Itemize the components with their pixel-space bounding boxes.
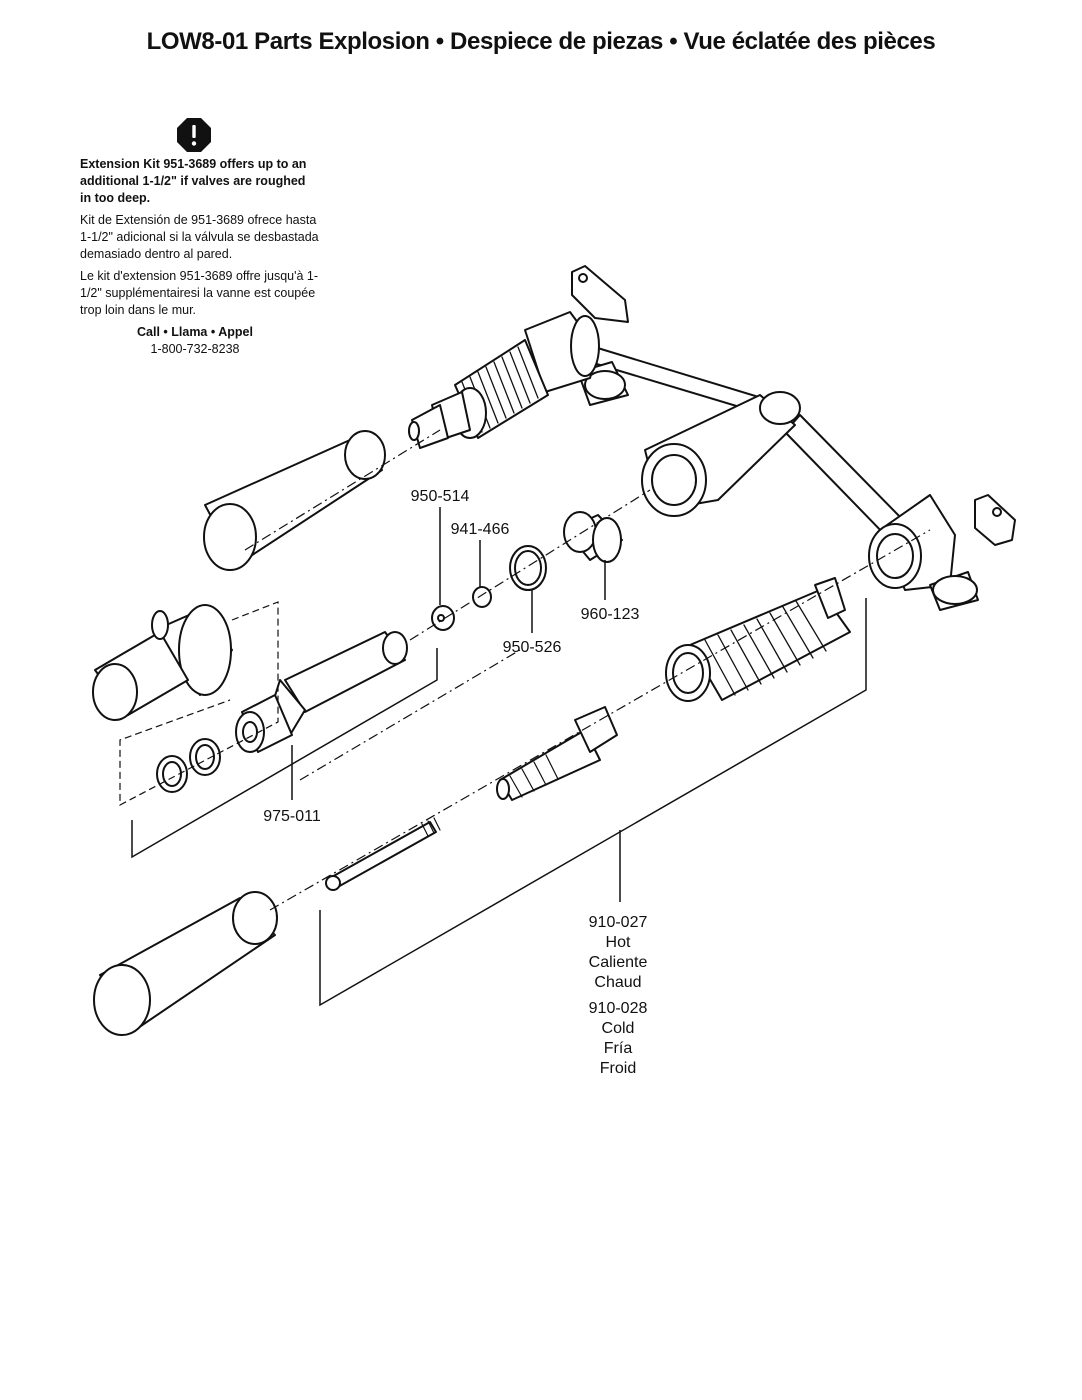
handle-sleeve-bottom (93, 891, 278, 1036)
valve-body (408, 265, 1016, 611)
note-french: Le kit d'extension 951-3689 offre jusqu'… (80, 269, 319, 317)
warning-octagon-icon (177, 118, 211, 152)
spacer-bracket (119, 601, 279, 806)
call-label: Call • Llama • Appel (137, 325, 253, 339)
label-941-466: 941-466 (451, 521, 510, 538)
label-910-027: 910-027 (589, 914, 648, 931)
extension-kit-note: Extension Kit 951-3689 offers up to an a… (80, 156, 320, 358)
label-975-011: 975-011 (263, 808, 321, 825)
part-960-123 (563, 511, 623, 563)
label-cold: Cold (602, 1020, 635, 1037)
note-spanish: Kit de Extensión de 951-3689 ofrece hast… (80, 213, 319, 261)
label-fria: Fría (604, 1040, 633, 1057)
center-lines (244, 429, 931, 911)
o-ring-pair (156, 738, 221, 793)
stepped-spacer (92, 604, 233, 721)
label-chaud: Chaud (594, 974, 641, 991)
note-english: Extension Kit 951-3689 offers up to an a… (80, 157, 307, 205)
label-caliente: Caliente (589, 954, 648, 971)
leader-lines (131, 507, 867, 1007)
label-950-526: 950-526 (503, 639, 562, 656)
cartridge-910 (665, 577, 851, 702)
long-screw (325, 817, 441, 891)
label-950-514: 950-514 (411, 488, 470, 505)
extension-adapter (235, 631, 408, 753)
part-941-466 (472, 586, 492, 608)
label-960-123: 960-123 (581, 606, 640, 623)
label-hot: Hot (606, 934, 631, 951)
label-910-028: 910-028 (589, 1000, 648, 1017)
label-froid: Froid (600, 1060, 636, 1077)
handle-sleeve-top (203, 430, 386, 571)
part-950-526 (509, 545, 547, 591)
splined-stem (496, 706, 618, 801)
part-950-514 (431, 605, 455, 631)
page-title: LOW8-01 Parts Explosion • Despiece de pi… (146, 28, 936, 55)
phone-number: 1-800-732-8238 (150, 342, 240, 356)
